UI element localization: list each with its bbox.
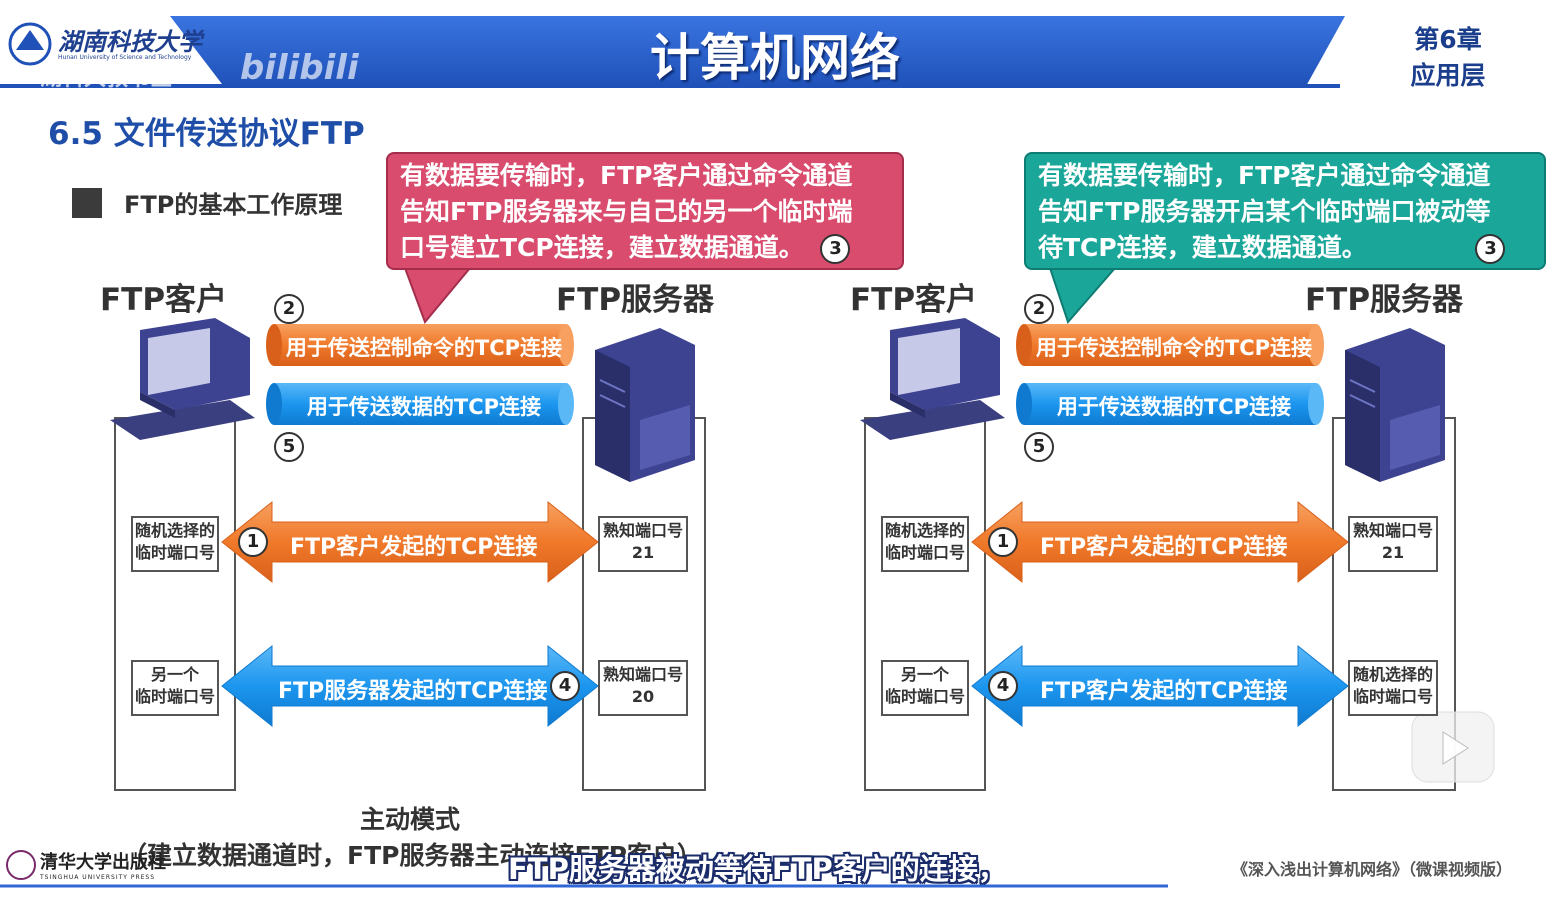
server-column bbox=[582, 417, 706, 791]
callout-passive-mode: 有数据要传输时，FTP客户通过命令通道 告知FTP服务器开启某个临时端口被动等 … bbox=[1024, 152, 1546, 270]
computer-icon bbox=[860, 318, 1005, 440]
port-text: 临时端口号 bbox=[884, 687, 965, 706]
header-banner bbox=[0, 0, 1548, 92]
server-well-known-port-20: 熟知端口号 20 bbox=[598, 660, 688, 716]
port-text: 随机选择的 bbox=[1352, 665, 1433, 684]
server-label: FTP服务器 bbox=[1305, 282, 1464, 318]
press-logo: 清华大学出版社 TSINGHUA UNIVERSITY PRESS bbox=[6, 848, 166, 881]
step-badge: 5 bbox=[1024, 432, 1054, 462]
step-badge: 2 bbox=[274, 294, 304, 324]
server-icon bbox=[1345, 328, 1445, 482]
step-badge: 2 bbox=[1024, 294, 1054, 324]
step-badge: 3 bbox=[820, 234, 851, 264]
step-badge: 1 bbox=[238, 527, 268, 557]
watermark-text: 湖科大教书匠 bbox=[40, 66, 173, 91]
port-text: 另一个 bbox=[900, 665, 949, 684]
callout-active-mode: 有数据要传输时，FTP客户通过命令通道 告知FTP服务器来与自己的另一个临时端 … bbox=[386, 152, 904, 270]
callout-text-line: 有数据要传输时，FTP客户通过命令通道 bbox=[1038, 161, 1491, 190]
computer-icon bbox=[110, 318, 255, 440]
arrow-label: FTP服务器发起的TCP连接 bbox=[278, 679, 548, 704]
passive-mode-diagram bbox=[860, 318, 1456, 791]
play-button-icon bbox=[1411, 711, 1495, 783]
port-text: 临时端口号 bbox=[134, 543, 215, 562]
data-connection-label: 用于传送数据的TCP连接 bbox=[306, 395, 542, 419]
chapter-number: 第6章 bbox=[1414, 25, 1482, 54]
control-connection-label: 用于传送控制命令的TCP连接 bbox=[285, 336, 563, 360]
mode-description: （建立数据通道时，FTP服务器主动连接FTP客户） bbox=[122, 841, 702, 870]
server-random-port: 随机选择的 临时端口号 bbox=[1348, 660, 1438, 716]
server-well-known-port-21: 熟知端口号 21 bbox=[598, 516, 688, 572]
arrow-label: FTP客户发起的TCP连接 bbox=[1040, 679, 1288, 704]
callout-pointer-active bbox=[403, 267, 473, 324]
server-icon bbox=[595, 328, 695, 482]
client-column bbox=[864, 417, 986, 791]
video-subtitle: FTP服务器被动等待FTP客户的连接， bbox=[508, 852, 1007, 886]
client-other-port: 另一个 临时端口号 bbox=[131, 660, 219, 716]
port-text: 21 bbox=[1381, 543, 1405, 562]
step-badge: 1 bbox=[988, 527, 1018, 557]
port-text: 随机选择的 bbox=[134, 521, 215, 540]
callout-text-line: 告知FTP服务器来与自己的另一个临时端 bbox=[400, 197, 853, 226]
principle-label: FTP的基本工作原理 bbox=[124, 191, 343, 219]
port-text: 熟知端口号 bbox=[602, 521, 683, 540]
chapter-label: 第6章 应用层 bbox=[1403, 22, 1493, 94]
port-text: 另一个 bbox=[150, 665, 199, 684]
data-connection-cylinder bbox=[266, 383, 574, 425]
university-name: 湖南科技大学 bbox=[58, 27, 202, 56]
principle-heading: FTP的基本工作原理 bbox=[72, 185, 342, 220]
university-name-en: Hunan University of Science and Technolo… bbox=[58, 54, 192, 61]
press-seal-icon bbox=[6, 849, 36, 880]
control-connection-label: 用于传送控制命令的TCP连接 bbox=[1035, 336, 1313, 360]
control-connection-cylinder bbox=[1016, 324, 1324, 366]
press-name-en: TSINGHUA UNIVERSITY PRESS bbox=[40, 874, 156, 881]
step-badge: 3 bbox=[1475, 234, 1506, 264]
step-badge: 4 bbox=[550, 671, 580, 701]
client-random-port: 随机选择的 临时端口号 bbox=[131, 516, 219, 572]
control-connection-cylinder bbox=[266, 324, 574, 366]
server-well-known-port-21: 熟知端口号 21 bbox=[1348, 516, 1438, 572]
port-text: 临时端口号 bbox=[134, 687, 215, 706]
client-random-port: 随机选择的 临时端口号 bbox=[881, 516, 969, 572]
port-text: 21 bbox=[631, 543, 655, 562]
step-badge: 5 bbox=[274, 432, 304, 462]
server-label: FTP服务器 bbox=[556, 282, 715, 318]
chapter-name: 应用层 bbox=[1410, 61, 1486, 90]
slide-header: 湖南科技大学 Hunan University of Science and T… bbox=[0, 0, 1548, 92]
client-label: FTP客户 bbox=[100, 282, 228, 318]
port-text: 随机选择的 bbox=[884, 521, 965, 540]
callout-text-line: 告知FTP服务器开启某个临时端口被动等 bbox=[1038, 197, 1491, 226]
step-badge: 4 bbox=[988, 671, 1018, 701]
client-label: FTP客户 bbox=[850, 282, 978, 318]
callout-text-line: 待TCP连接，建立数据通道。 bbox=[1038, 233, 1367, 262]
course-title: 计算机网络 bbox=[650, 29, 900, 87]
book-title: 《深入浅出计算机网络》（微课视频版） bbox=[1232, 860, 1513, 879]
callout-text-line: 口号建立TCP连接，建立数据通道。 bbox=[400, 233, 804, 262]
title-banner-shape bbox=[170, 16, 1345, 88]
client-column bbox=[114, 417, 236, 791]
bilibili-watermark: bilibili bbox=[240, 48, 359, 88]
callout-pointer-passive bbox=[1048, 267, 1118, 324]
mode-title: 主动模式 bbox=[359, 805, 460, 834]
data-connection-cylinder bbox=[1016, 383, 1324, 425]
callout-text-line: 有数据要传输时，FTP客户通过命令通道 bbox=[400, 161, 853, 190]
client-other-port: 另一个 临时端口号 bbox=[881, 660, 969, 716]
port-text: 熟知端口号 bbox=[602, 665, 683, 684]
arrow-label: FTP客户发起的TCP连接 bbox=[1040, 535, 1288, 560]
port-text: 临时端口号 bbox=[884, 543, 965, 562]
active-mode-diagram bbox=[110, 318, 706, 791]
bullet-square-icon bbox=[72, 187, 102, 218]
arrow-label: FTP客户发起的TCP连接 bbox=[290, 535, 538, 560]
data-connection-label: 用于传送数据的TCP连接 bbox=[1056, 395, 1292, 419]
section-title: 6.5 文件传送协议FTP bbox=[48, 116, 365, 152]
port-text: 临时端口号 bbox=[1352, 687, 1433, 706]
port-text: 熟知端口号 bbox=[1352, 521, 1433, 540]
press-name: 清华大学出版社 bbox=[40, 852, 166, 873]
port-text: 20 bbox=[631, 687, 655, 706]
